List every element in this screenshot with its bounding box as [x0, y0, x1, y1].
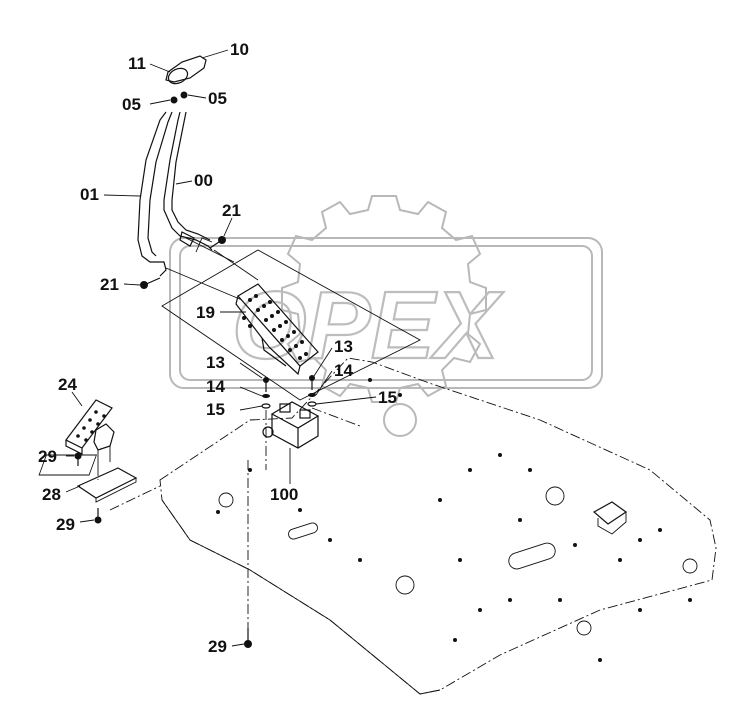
callout-100: 100 [270, 485, 298, 504]
bolt-13-right [309, 375, 315, 390]
bolt-13-left [263, 377, 269, 392]
bolt-21-upper [209, 236, 226, 249]
floor-plate-hole [395, 575, 415, 595]
lever-bracket-tab [195, 237, 213, 253]
floor-plate-boss-side [597, 512, 627, 535]
valve-port [262, 426, 274, 438]
floor-plate-slot-large [508, 542, 556, 570]
callout-15-left: 15 [206, 400, 225, 419]
lever-rod-00 [163, 111, 213, 251]
watermark-frame-outer [169, 237, 603, 389]
valve-spool-right [299, 409, 311, 419]
lever-assembly [137, 111, 213, 277]
bolt-29-middle [94, 508, 102, 524]
callout-29-bottom: 29 [208, 637, 227, 656]
washer-14-left [262, 394, 270, 398]
pedal-mounting-plane [161, 249, 421, 401]
floor-plate-cutout [38, 454, 98, 476]
washer-14-right [308, 393, 316, 397]
pilot-valve-100 [262, 401, 320, 449]
callout-28: 28 [42, 485, 61, 504]
floor-plate-hole [576, 620, 592, 636]
pedal-24-side [65, 440, 83, 455]
pedal-19-side [235, 295, 301, 376]
callout-05-left: 05 [122, 95, 141, 114]
callout-labels: 11 10 05 05 00 01 21 21 19 13 13 14 14 1… [38, 40, 397, 656]
callout-21-upper: 21 [222, 201, 241, 220]
bolt-29-upper [74, 452, 82, 466]
callout-05-right: 05 [208, 89, 227, 108]
projection-lines [97, 237, 361, 628]
bolt-29-bottom [244, 628, 252, 648]
leader-lines [65, 49, 377, 647]
lever-rod-01 [137, 111, 167, 277]
floor-plate-boss [592, 501, 628, 525]
floor-plate-hole [218, 492, 234, 508]
callout-21-lower: 21 [100, 275, 119, 294]
plate-28 [76, 467, 138, 499]
floor-plate-outline [159, 357, 717, 695]
watermark-gear-hub [383, 403, 417, 437]
callout-24: 24 [58, 375, 77, 394]
pedal-19-top [237, 283, 319, 367]
nut-05-right [180, 91, 188, 99]
floor-plate-small-holes [216, 378, 692, 662]
callout-19: 19 [196, 303, 215, 322]
callout-01: 01 [80, 185, 99, 204]
lever-rod-00-inner [171, 111, 211, 241]
watermark-gear [281, 195, 487, 403]
callout-10: 10 [230, 40, 249, 59]
lever-bracket [179, 231, 195, 247]
floor-plate-slot-small [288, 522, 318, 540]
grip-11 [167, 67, 189, 85]
watermark-logo: OPEX [169, 195, 603, 437]
washer-15-left [261, 403, 271, 409]
pedal-19-lower [261, 337, 287, 367]
callout-13-left: 13 [206, 353, 225, 372]
valve-body [271, 414, 319, 449]
floor-plate-hole [545, 486, 565, 506]
pedal-24-studs [76, 410, 106, 442]
lever-rod-01-inner [147, 111, 173, 257]
callout-29-middle: 29 [56, 515, 75, 534]
callout-00: 00 [194, 171, 213, 190]
callout-14-left: 14 [206, 377, 225, 396]
plate-28-edge [95, 478, 137, 503]
callout-13-right: 13 [334, 337, 353, 356]
callout-11: 11 [128, 54, 146, 73]
pedal-24-top [65, 399, 113, 449]
bolt-21-lower [140, 277, 161, 289]
pedal-24 [65, 399, 115, 466]
floor-plate [38, 357, 717, 695]
lever-grip [165, 55, 207, 85]
callout-15-right: 15 [378, 388, 397, 407]
floor-plate-edge [161, 499, 441, 695]
travel-pedal-19 [235, 283, 319, 376]
floor-plate-hole [682, 558, 698, 574]
washer-15-right [307, 401, 317, 407]
pedal-19-studs [242, 294, 308, 360]
callout-29-upper: 29 [38, 447, 57, 466]
callout-14-right: 14 [334, 361, 353, 380]
watermark-text: OPEX [232, 272, 504, 379]
valve-spool-left [279, 403, 291, 413]
watermark-frame-inner [179, 245, 593, 381]
nut-05-left [170, 96, 178, 104]
